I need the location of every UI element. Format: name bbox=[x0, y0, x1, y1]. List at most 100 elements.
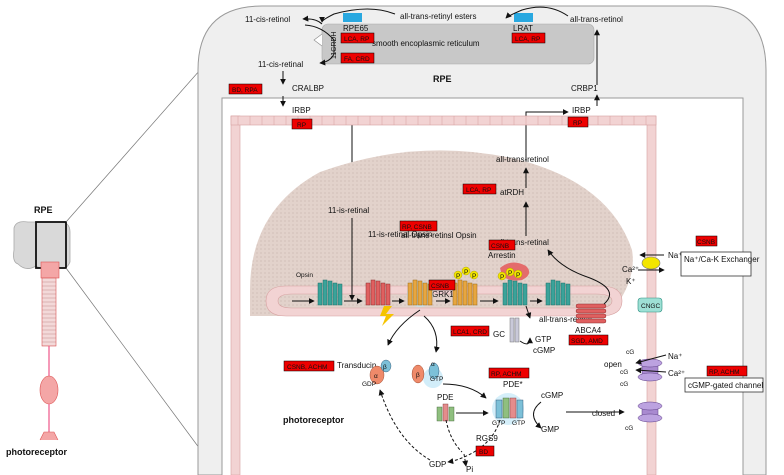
phospho-p-5: P bbox=[508, 270, 512, 277]
cg-1: cG bbox=[626, 349, 634, 356]
td-beta: β bbox=[383, 364, 387, 371]
cg-4: cG bbox=[625, 425, 633, 432]
tag-cralbp: BD, RPA bbox=[232, 87, 258, 94]
cis-opsin-text: 11-is-retinal Opsin bbox=[368, 230, 432, 239]
er-label: smooth encoplasmic reticulum bbox=[372, 39, 480, 48]
pde-gtp-a: GTP bbox=[492, 420, 505, 427]
rhodopsin-cis bbox=[365, 279, 391, 306]
pde-active: PDE* GTP GTP bbox=[492, 380, 525, 427]
rpe65-enzyme bbox=[343, 13, 362, 22]
tag-gc: LCA1, CRD bbox=[453, 329, 487, 336]
phospho-p-6: P bbox=[516, 272, 520, 279]
rpe-11-cis-retinol: 11-cis-retinol bbox=[245, 15, 290, 24]
transducin-label: Transducin bbox=[337, 361, 376, 370]
opsin-free bbox=[545, 279, 571, 306]
tag-transducin: CSNB, ACHM bbox=[287, 364, 327, 371]
gc-label: GC bbox=[493, 330, 505, 339]
cngc-label: CNGC bbox=[641, 303, 660, 310]
arrestin-protein bbox=[500, 262, 530, 281]
phospho-p-1: P bbox=[456, 273, 460, 280]
td2-gtp: GTP bbox=[430, 376, 443, 383]
cralbp-label: CRALBP bbox=[292, 84, 324, 93]
pde-label: PDE bbox=[437, 393, 453, 402]
phospho-group: P P P P P P bbox=[453, 266, 523, 281]
tag-pde: RP, ACHM bbox=[491, 371, 522, 378]
gc-gtp-label: GTP bbox=[535, 335, 551, 344]
arrestin-bound-opsin bbox=[502, 279, 528, 306]
phospho-p-4: P bbox=[500, 274, 504, 281]
tag-irbp-right: RP bbox=[573, 120, 582, 127]
tag-lrat: LCA, RP bbox=[515, 36, 540, 43]
tag-arrestin: CSNB bbox=[491, 243, 509, 250]
lrat-enzyme bbox=[514, 13, 533, 22]
gdp-bottom: GDP bbox=[429, 460, 446, 469]
phospho-p-3: P bbox=[472, 273, 476, 280]
esters-label: all-trans-retinyl esters bbox=[400, 12, 476, 21]
pde-star-label: PDE* bbox=[503, 380, 523, 389]
guanylate-cyclase bbox=[509, 317, 520, 343]
atrdh-label: atRDH bbox=[500, 188, 524, 197]
mini-photoreceptor-figure: RPE photoreceptor bbox=[6, 69, 215, 469]
ca-top: Ca²⁺ bbox=[622, 265, 639, 274]
tag-exchanger: CSNB bbox=[697, 239, 715, 246]
tag-irbp-left: RP bbox=[297, 122, 306, 129]
rpe-11-cis-retinal: 11-cis-retinal bbox=[258, 60, 303, 69]
disc-at-retinal-in: all-trans-retinal bbox=[539, 315, 592, 324]
rgs9-label: RGS9 bbox=[476, 434, 498, 443]
cgmp-channel-label: cGMP-gated channel bbox=[688, 381, 763, 390]
tag-rpe65: LCA, RP bbox=[344, 36, 369, 43]
transducin-gtp: β α GTP bbox=[411, 361, 443, 388]
phosphorylated-rhodopsin bbox=[452, 279, 478, 306]
td-alpha: α bbox=[374, 373, 378, 380]
cgmp-channel-open bbox=[637, 358, 663, 382]
transduction-cascade: Transducin α β GDP β α GTP PDE bbox=[337, 309, 625, 474]
lrat-label: LRAT bbox=[513, 24, 533, 33]
cascade-gmp: GMP bbox=[541, 425, 559, 434]
cgmp-channel-closed bbox=[637, 401, 663, 423]
na-top: Na⁺ bbox=[668, 251, 682, 260]
open-label: open bbox=[604, 360, 622, 369]
tag-opsin: RP, CSNB bbox=[402, 224, 432, 231]
irbp-left-label: IRBP bbox=[292, 106, 311, 115]
rpe65-label: RPE65 bbox=[343, 24, 369, 33]
disc-11-cis-retinal: 11-is-retinal bbox=[328, 206, 369, 215]
disc-at-retinol: all-trans-retinol bbox=[496, 155, 549, 164]
rpe-title: RPE bbox=[433, 74, 452, 84]
rhodopsin-trans bbox=[407, 279, 433, 306]
td-gdp: GDP bbox=[362, 381, 376, 388]
exchanger-protein bbox=[641, 256, 661, 270]
td2-beta: β bbox=[416, 372, 420, 379]
tag-rdh: FA, CRD bbox=[344, 56, 370, 63]
crbp1-label: CRBP1 bbox=[571, 84, 598, 93]
cis-opsin-label: 11-is-retinal Opsin bbox=[368, 230, 432, 239]
side-photoreceptor-label: photoreceptor bbox=[6, 447, 67, 457]
pde-gtp-b: GTP bbox=[512, 420, 525, 427]
exchanger-label: Na⁺/Ca-K Exchanger bbox=[684, 255, 760, 264]
cg-2: cG bbox=[620, 369, 628, 376]
irbp-right-label: IRBP bbox=[572, 106, 591, 115]
cgmp-channel-box bbox=[684, 377, 764, 393]
grk1-label: GRK1 bbox=[432, 290, 454, 299]
phospho-p-2: P bbox=[464, 269, 468, 276]
tag-rgs9: BD bbox=[479, 449, 488, 456]
td2-alpha: α bbox=[431, 361, 435, 368]
photoreceptor-label: photoreceptor bbox=[283, 415, 344, 425]
cascade-cgmp: cGMP bbox=[541, 391, 563, 400]
photoreceptor-outer-segment: 11-is-retinal Opsin 11-is-retinal Opsin … bbox=[230, 115, 657, 475]
tag-channel: RP, ACHM bbox=[709, 369, 740, 376]
ca-channel: Ca²⁺ bbox=[668, 369, 685, 378]
abca4-label: ABCA4 bbox=[575, 326, 602, 335]
opsin-protein bbox=[317, 279, 343, 306]
tag-atrdh: LCA, RP bbox=[466, 187, 491, 194]
gc-cgmp-label: cGMP bbox=[533, 346, 555, 355]
cngc-box bbox=[637, 297, 663, 313]
pde-inactive: PDE bbox=[436, 393, 455, 422]
closed-label: closed bbox=[592, 409, 615, 418]
tag-grk1: CSNB bbox=[431, 283, 449, 290]
cg-3: cG bbox=[620, 381, 628, 388]
disc-at-retinal-out: all-trans-retinal bbox=[496, 238, 549, 247]
trans-opsin-text: all-trans-retinsl Opsin bbox=[401, 231, 477, 240]
abca4-transporter bbox=[575, 303, 607, 324]
disc-interior bbox=[250, 150, 633, 316]
